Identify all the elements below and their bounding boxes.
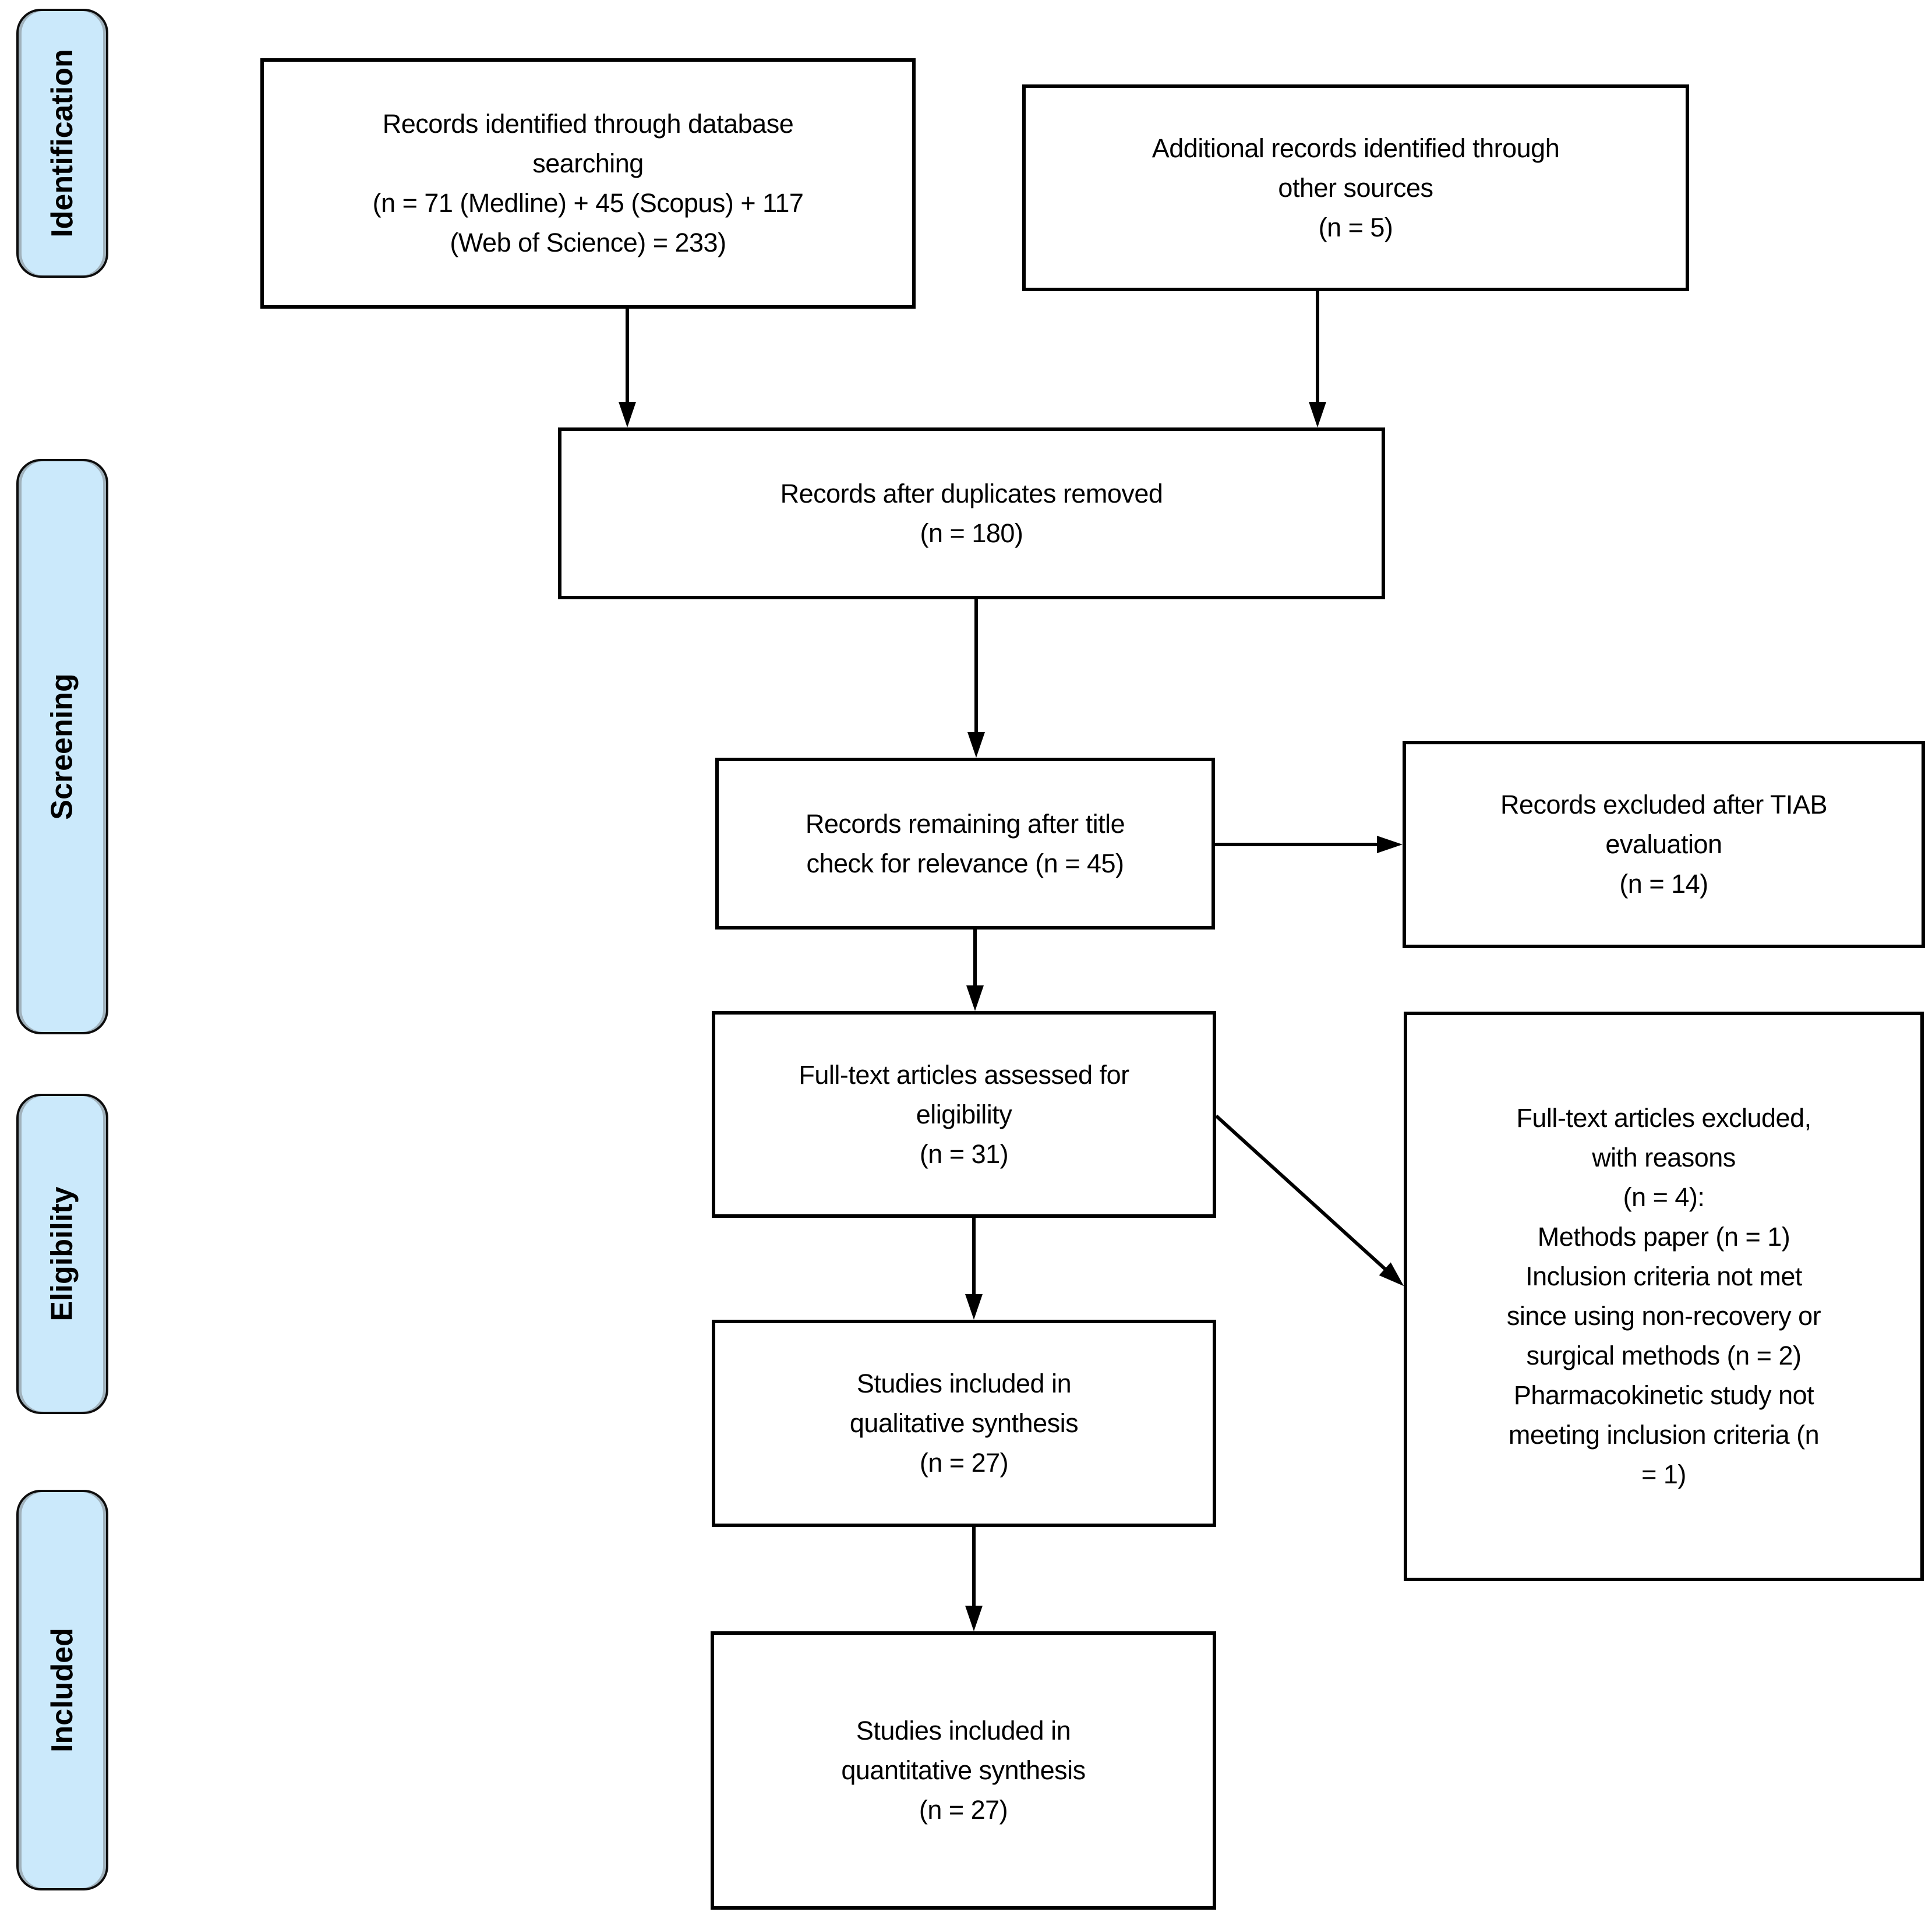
arrow-shaft — [972, 1526, 976, 1607]
box-qualitative-synthesis: Studies included in qualitative synthesi… — [712, 1320, 1216, 1527]
arrow-right-icon — [1377, 836, 1403, 853]
stage-identification: Identification — [16, 9, 108, 278]
box-additional-records: Additional records identified through ot… — [1022, 84, 1689, 291]
arrow-down-icon — [965, 1606, 983, 1631]
arrow-shaft — [1214, 843, 1379, 846]
arrow-down-icon — [965, 1294, 983, 1320]
arrow-shaft — [1214, 1114, 1388, 1272]
arrow-down-icon — [966, 985, 984, 1011]
arrow-shaft — [973, 928, 977, 988]
box-quantitative-synthesis: Studies included in quantitative synthes… — [711, 1631, 1216, 1910]
stage-identification-label: Identification — [45, 49, 79, 238]
arrow-shaft — [626, 308, 629, 403]
arrow-shaft — [1316, 289, 1319, 403]
box-title-check: Records remaining after title check for … — [715, 758, 1215, 930]
box-fulltext-excluded-reasons: Full-text articles excluded, with reason… — [1404, 1012, 1924, 1581]
box-records-identified: Records identified through database sear… — [260, 58, 916, 309]
arrow-shaft — [974, 598, 978, 733]
stage-screening: Screening — [16, 459, 108, 1034]
fulltext-to-excluded-diagonal-arrow — [1214, 1114, 1410, 1293]
arrow-down-icon — [1309, 402, 1326, 427]
stage-included-label: Included — [45, 1628, 80, 1752]
stage-eligibility-label: Eligibility — [45, 1186, 80, 1321]
arrow-down-icon — [619, 402, 636, 427]
stage-included: Included — [16, 1490, 108, 1890]
box-duplicates-removed: Records after duplicates removed (n = 18… — [558, 427, 1385, 599]
arrow-down-icon — [967, 732, 985, 758]
arrow-shaft — [972, 1217, 976, 1295]
stage-screening-label: Screening — [45, 673, 80, 820]
box-fulltext-assessed: Full-text articles assessed for eligibil… — [712, 1011, 1216, 1218]
stage-eligibility: Eligibility — [16, 1094, 108, 1414]
box-tiab-excluded: Records excluded after TIAB evaluation (… — [1403, 741, 1925, 948]
